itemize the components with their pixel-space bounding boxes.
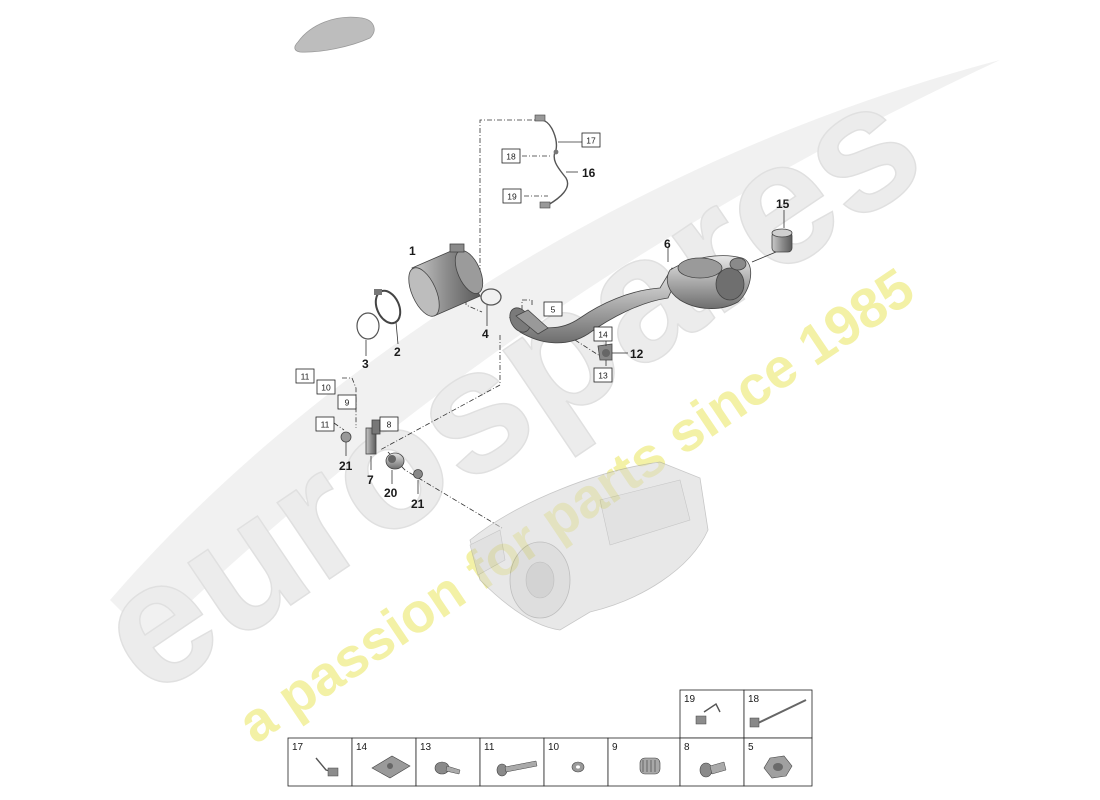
callout-21-left: 21 xyxy=(339,459,353,473)
callout-20: 20 xyxy=(384,486,398,500)
svg-text:17: 17 xyxy=(586,136,596,146)
box-callout-5: 5 xyxy=(543,301,563,317)
car-silhouette-icon xyxy=(294,16,375,53)
clamp-ring xyxy=(374,289,402,325)
gasket-4 xyxy=(480,288,502,306)
svg-text:14: 14 xyxy=(598,330,608,340)
box-callout-9: 9 xyxy=(337,394,357,410)
svg-text:10: 10 xyxy=(321,383,331,393)
callout-3: 3 xyxy=(362,357,369,371)
parts-cell-8: 8 xyxy=(679,737,745,787)
exhaust-pipe-assembly xyxy=(508,255,751,344)
svg-text:11: 11 xyxy=(301,372,310,382)
box-callout-11-bottom: 11 xyxy=(315,416,335,432)
svg-text:8: 8 xyxy=(387,420,392,430)
lambda-sensor-cable xyxy=(534,114,569,209)
parts-cell-19: 19 xyxy=(679,689,745,739)
svg-text:9: 9 xyxy=(345,398,350,408)
cable-clip-icon xyxy=(315,757,339,777)
screw-13-icon xyxy=(434,761,461,775)
nut-21-left xyxy=(340,431,352,443)
callout-6: 6 xyxy=(664,237,671,251)
cable-holder-icon xyxy=(695,702,721,725)
parts-cell-13: 13 xyxy=(415,737,481,787)
box-callout-11-top: 11 xyxy=(295,368,315,384)
box-callout-14: 14 xyxy=(593,326,613,342)
box-callout-19: 19 xyxy=(502,188,522,204)
parts-table: 19 18 17 14 xyxy=(287,689,813,787)
callout-21-right: 21 xyxy=(411,497,425,511)
mounting-plate-icon xyxy=(371,755,411,779)
callout-2: 2 xyxy=(394,345,401,359)
lambda-sensor-leaders xyxy=(522,141,582,197)
box-callout-17: 17 xyxy=(581,132,601,148)
svg-text:14: 14 xyxy=(356,742,368,753)
callout-16: 16 xyxy=(582,166,596,180)
parts-cell-17: 17 xyxy=(287,737,353,787)
svg-text:13: 13 xyxy=(598,371,608,381)
callout-labels: 1 2 3 4 6 7 12 15 16 20 21 21 xyxy=(339,166,790,511)
cable-tie-icon xyxy=(749,699,807,728)
hollow-bolt-icon xyxy=(699,761,727,778)
bushing-20 xyxy=(385,452,405,470)
parts-cell-10: 10 xyxy=(543,737,609,787)
svg-text:19: 19 xyxy=(684,694,696,705)
svg-text:8: 8 xyxy=(684,742,690,753)
callout-1: 1 xyxy=(409,244,416,258)
parts-cell-18: 18 xyxy=(743,689,813,739)
parts-cell-14: 14 xyxy=(351,737,417,787)
svg-text:11: 11 xyxy=(484,742,495,753)
svg-text:13: 13 xyxy=(420,742,432,753)
svg-text:11: 11 xyxy=(321,420,330,430)
callout-7: 7 xyxy=(367,473,374,487)
callout-12: 12 xyxy=(630,347,644,361)
parts-cell-5: 5 xyxy=(743,737,813,787)
parts-cell-9: 9 xyxy=(607,737,681,787)
svg-text:9: 9 xyxy=(612,742,618,753)
boxed-callouts: 17 18 19 5 14 13 11 10 xyxy=(295,132,613,432)
nut-21-right xyxy=(413,469,423,479)
watermark-brand: eurospares xyxy=(62,42,953,731)
catalytic-converter xyxy=(408,243,484,317)
bolt-11-icon xyxy=(496,760,538,777)
svg-text:19: 19 xyxy=(507,192,517,202)
callout-4: 4 xyxy=(482,327,489,341)
hex-nut-icon xyxy=(763,755,793,779)
box-callout-13: 13 xyxy=(593,367,613,383)
box-callout-18: 18 xyxy=(501,148,521,164)
gasket-ring xyxy=(356,312,380,340)
svg-text:18: 18 xyxy=(506,152,516,162)
watermark-swoosh xyxy=(110,60,1000,640)
spring-icon xyxy=(639,757,661,775)
svg-text:18: 18 xyxy=(748,694,760,705)
svg-text:10: 10 xyxy=(548,742,560,753)
washer-icon xyxy=(571,761,585,773)
parts-cell-11: 11 xyxy=(479,737,545,787)
box-callout-10: 10 xyxy=(316,379,336,395)
svg-text:5: 5 xyxy=(748,742,754,753)
watermark: eurospares a passion for parts since 198… xyxy=(61,41,1000,755)
svg-text:17: 17 xyxy=(292,742,304,753)
transmission-housing xyxy=(469,461,709,631)
bracket-bolt xyxy=(597,343,613,361)
rubber-mount xyxy=(771,228,793,253)
svg-text:5: 5 xyxy=(551,305,556,315)
callout-15: 15 xyxy=(776,197,790,211)
box-callout-8: 8 xyxy=(379,416,399,432)
